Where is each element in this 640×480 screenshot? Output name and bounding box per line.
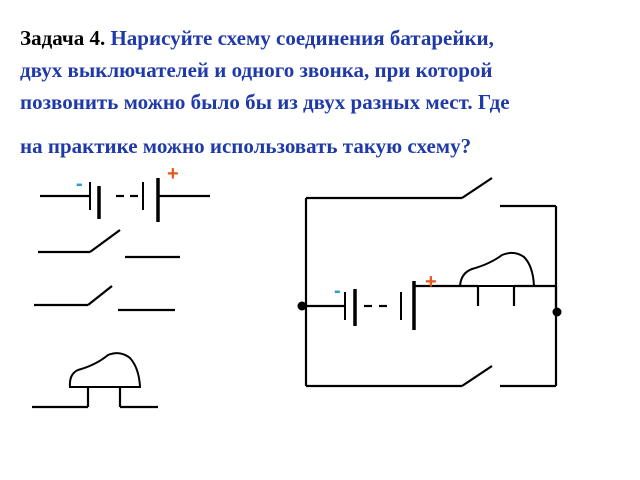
junction-node-right (552, 307, 562, 317)
circuit-bell (458, 251, 536, 287)
switch-component-2 (34, 285, 175, 312)
task-line-1: Задача 4. Нарисуйте схему соединения бат… (20, 26, 494, 50)
switch-component-1 (38, 229, 180, 259)
circuit-battery (344, 281, 416, 330)
minus-label-left: - (76, 173, 83, 195)
task-line-3: позвонить можно было бы из двух разных м… (20, 90, 510, 114)
task-number: Задача 4. (20, 26, 106, 50)
minus-label-circuit: - (334, 280, 341, 302)
task-line-2: двух выключателей и одного звонка, при к… (20, 58, 493, 82)
junction-node-left (297, 301, 307, 311)
task-text: Задача 4. Нарисуйте схему соединения бат… (20, 22, 620, 162)
battery-component (40, 178, 210, 222)
plus-label-circuit: + (425, 271, 437, 293)
bell-component (32, 352, 158, 409)
plus-label-left: + (167, 163, 179, 185)
task-line-4: на практике можно использовать такую схе… (20, 134, 472, 158)
circuit-wires (300, 177, 558, 388)
